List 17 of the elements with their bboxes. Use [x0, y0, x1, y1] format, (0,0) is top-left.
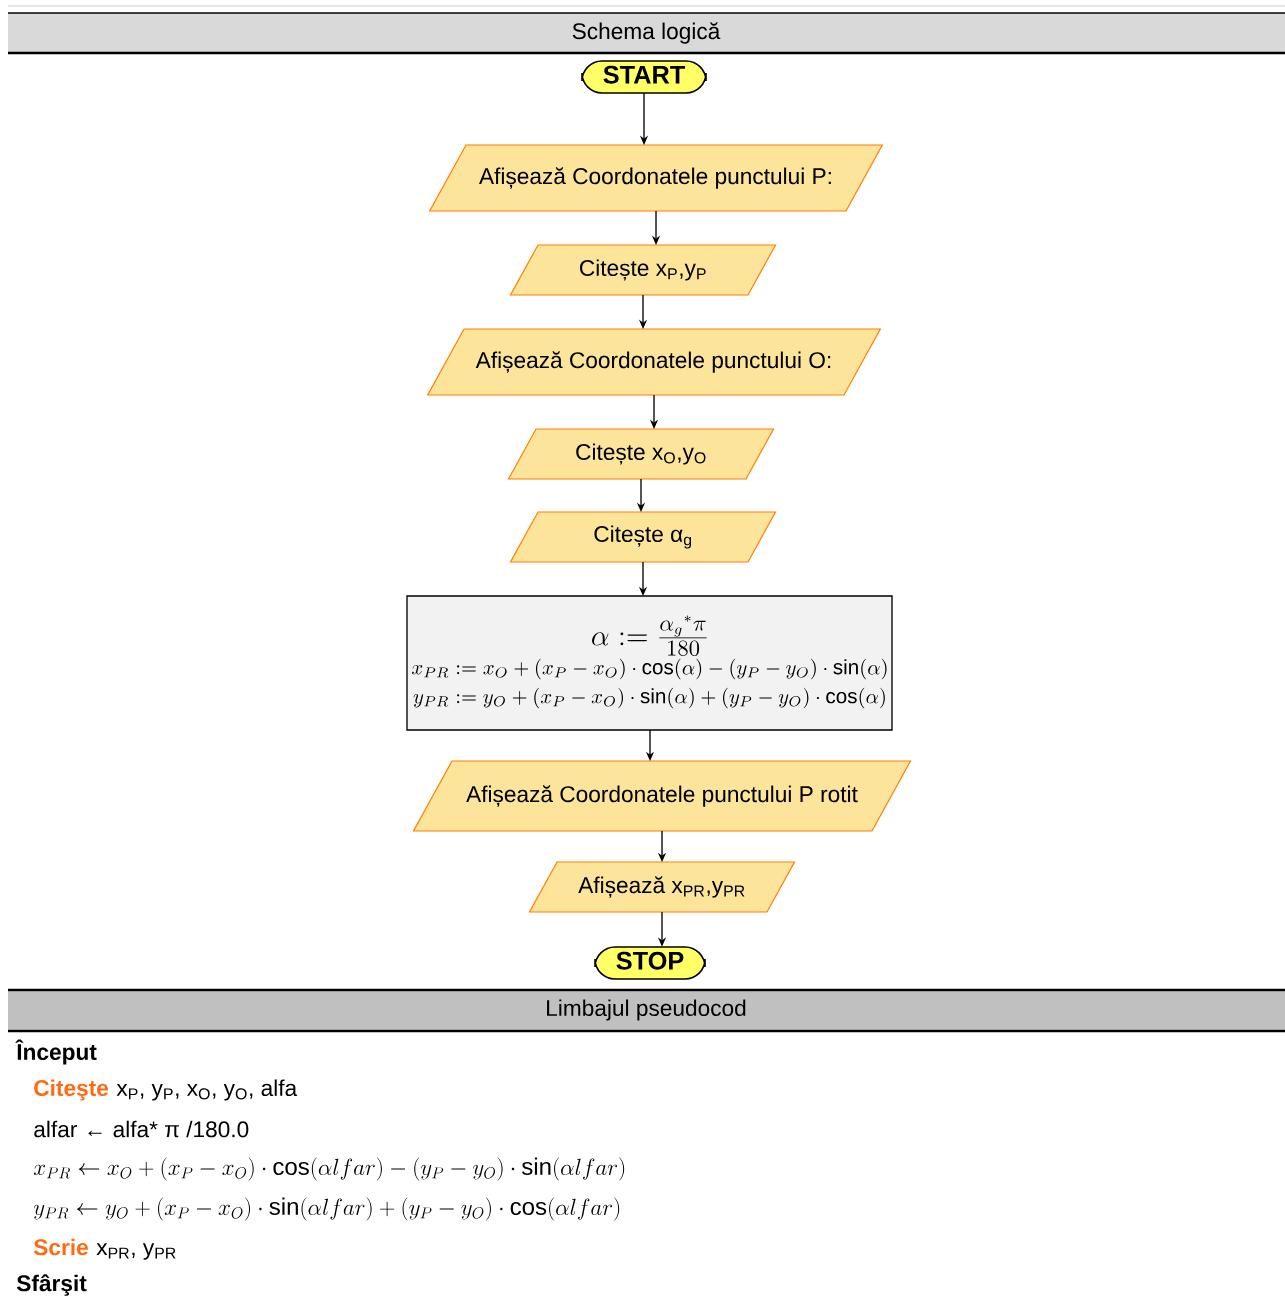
- io-parallelogram: Citește x$_{O}$,y$_{O}$: [507, 428, 775, 480]
- header-band: Limbajul pseudocod: [8, 988, 1285, 1033]
- pseudocode-keyword: Sfârşit: [16, 1274, 87, 1296]
- pseudocode-formula: $y_{PR} \leftarrow y_{O} + (x_{P} - x_{O})\cdot\sin(\alpha lfar) + (y_{P} - y_{O})\cdot\cos(\alpha lfar)$: [33, 1197, 620, 1221]
- pseudocode-line: alfar ← alfa* π /180.0: [34, 1120, 249, 1138]
- header-band: Schema logică: [7, 12, 1285, 55]
- pseudocode-keyword: Scrie: [33, 1238, 88, 1256]
- pseudocode-line: x$_{PR}$, y$_{PR}$: [96, 1243, 176, 1260]
- io-parallelogram: Afișează x$_{PR}$,y$_{PR}$: [528, 861, 796, 913]
- pseudocode-keyword: Citeşte: [34, 1079, 109, 1101]
- pseudocode-formula: $x_{PR} \leftarrow x_{O} + (x_{P} - x_{O})\cdot\cos(\alpha lfar) - (y_{P} - y_{O})\cdot\sin(\alpha lfar)$: [33, 1157, 625, 1181]
- io-parallelogram: Afișează Coordonatele punctului P rotit: [412, 760, 912, 832]
- process-box: $\alpha := \frac{\alpha_{g}{}^{*}\pi}{180}$ $x_{PR} := x_{O}+(x_{P}-x_{O})\cdot\cos(\alpha)-(y_{P}-y_{O})\cdot\sin(\alpha)$ $y_{PR} := y_{O}+(x_{P}-x_{O})\cdot\sin(\alpha)+(y_{P}-y_{O})\cdot\cos(\alpha)$: [406, 595, 893, 731]
- io-parallelogram: Citește α$_{g}$: [509, 511, 777, 563]
- pseudocode-line: x$_{P}$, y$_{P}$, x$_{O}$, y$_{O}$, alfa: [116, 1079, 298, 1101]
- io-parallelogram: Citește x$_{P}$,y$_{P}$: [509, 244, 777, 296]
- pseudocode-keyword: Început: [15, 1039, 97, 1065]
